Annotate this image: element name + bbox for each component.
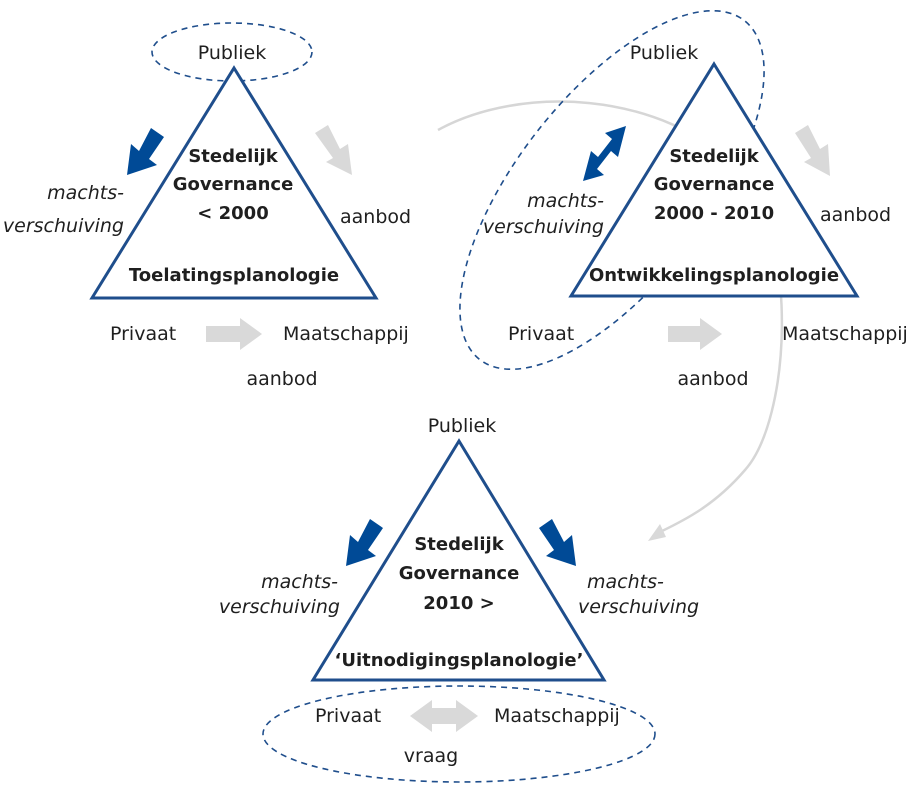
society-label-2: Maatschappij: [782, 323, 908, 345]
supply-arrow-bottom-1: [206, 318, 262, 350]
private-label-2: Privaat: [508, 323, 574, 345]
society-label-3: Maatschappij: [494, 705, 620, 727]
power-shift-label-3a: machts-: [261, 571, 338, 593]
title-line2-3: Governance: [399, 563, 520, 584]
planning-label-3: ‘Uitnodigingsplanologie’: [335, 650, 584, 671]
title-line1-3: Stedelijk: [414, 534, 504, 555]
private-label-1: Privaat: [110, 323, 176, 345]
power-shift-arrow-2: [583, 126, 626, 181]
power-shift-arrow-3-right: [539, 519, 576, 566]
triangle-2: [568, 61, 860, 298]
title-line2-2: Governance: [654, 174, 775, 195]
power-shift-label-3b: verschuiving: [219, 596, 340, 618]
society-label-1: Maatschappij: [283, 323, 409, 345]
supply-label-bottom-2: aanbod: [677, 368, 748, 390]
private-label-3: Privaat: [315, 705, 381, 727]
supply-arrow-right-2: [795, 125, 830, 176]
diagram-1: Publiek Stedelijk Governance < 2000 Toel…: [3, 22, 411, 390]
power-shift-arrow-3-left: [346, 519, 383, 566]
supply-label-right-2: aanbod: [820, 204, 891, 226]
supply-label-right-1: aanbod: [340, 206, 411, 228]
planning-label-1: Toelatingsplanologie: [129, 265, 339, 286]
power-shift-label-3d: verschuiving: [578, 596, 699, 618]
supply-label-bottom-1: aanbod: [246, 368, 317, 390]
private-society-ellipse-3: [262, 685, 656, 783]
title-line2-1: Governance: [173, 174, 294, 195]
supply-arrow-right-1: [315, 125, 352, 175]
period-1: < 2000: [197, 203, 268, 224]
diagram-2: Publiek Stedelijk Governance 2000 - 2010…: [459, 9, 908, 390]
demand-label-3: vraag: [404, 745, 458, 767]
power-shift-label-2b: verschuiving: [483, 216, 604, 238]
title-line1-2: Stedelijk: [669, 146, 759, 167]
diagram-3: Publiek Stedelijk Governance 2010 > ‘Uit…: [219, 415, 699, 783]
publiek-label-2: Publiek: [630, 42, 698, 64]
triangle-1: [89, 65, 379, 300]
power-shift-label-2a: machts-: [527, 190, 604, 212]
planning-label-2: Ontwikkelingsplanologie: [589, 265, 839, 286]
demand-arrow-bottom-3: [410, 700, 478, 732]
period-3: 2010 >: [423, 593, 494, 614]
title-line1-1: Stedelijk: [188, 146, 278, 167]
power-shift-label-1b: verschuiving: [3, 215, 124, 237]
publiek-label-1: Publiek: [198, 42, 266, 64]
power-shift-arrow-1: [127, 128, 164, 175]
publiek-label-3: Publiek: [428, 415, 496, 437]
power-shift-label-3c: machts-: [587, 571, 664, 593]
connector-arrowhead: [648, 524, 666, 541]
period-2: 2000 - 2010: [654, 203, 774, 224]
supply-arrow-bottom-2: [668, 318, 722, 350]
power-shift-label-1a: machts-: [47, 182, 124, 204]
triangle-3: [310, 438, 607, 682]
